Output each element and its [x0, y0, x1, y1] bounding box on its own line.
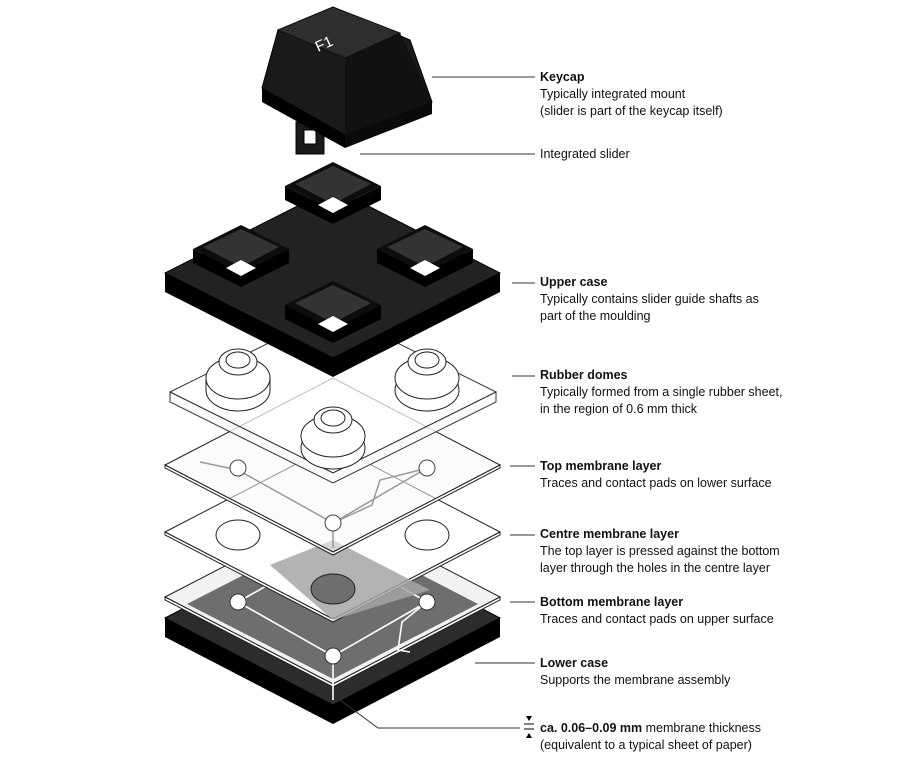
- callout-thickness-value: ca. 0.06–0.09 mm: [540, 721, 643, 735]
- rubber-dome-left: [205, 348, 271, 412]
- rubber-dome-right: [394, 348, 460, 412]
- callout-bottom-membrane: Bottom membrane layer Traces and contact…: [540, 594, 774, 628]
- callout-slider-line1: Integrated slider: [540, 147, 630, 161]
- leader-thickness: [339, 699, 520, 729]
- callout-lower-case-title: Lower case: [540, 656, 609, 670]
- top-contact-pad-right: [418, 459, 436, 477]
- callout-thickness-line1: ca. 0.06–0.09 mm membrane thickness: [540, 720, 761, 737]
- callout-centre-membrane-line2: layer through the holes in the centre la…: [540, 561, 770, 575]
- bottom-contact-pad-left: [229, 593, 247, 611]
- slider-guide-right: [377, 225, 473, 287]
- upper-case: [163, 162, 502, 377]
- keycap-legend: F1: [313, 33, 336, 56]
- slider-guide-left: [193, 225, 289, 287]
- callout-rubber-domes-line1: Typically formed from a single rubber sh…: [540, 385, 783, 399]
- callout-rubber-domes-line2: in the region of 0.6 mm thick: [540, 402, 698, 416]
- centre-hole-front: [310, 573, 356, 605]
- callout-keycap-line1: Typically integrated mount: [540, 87, 686, 101]
- rubber-dome-front: [300, 406, 366, 470]
- centre-hole-right: [404, 519, 450, 551]
- callout-top-membrane-title: Top membrane layer: [540, 459, 662, 473]
- bottom-contact-pad-front: [324, 647, 342, 665]
- leader-lines: [339, 76, 535, 729]
- callout-bottom-membrane-line1: Traces and contact pads on upper surface: [540, 612, 774, 626]
- callout-centre-membrane-line1: The top layer is pressed against the bot…: [540, 544, 780, 558]
- callout-upper-case-line1: Typically contains slider guide shafts a…: [540, 292, 759, 306]
- callout-thickness-desc: membrane thickness: [642, 721, 761, 735]
- callout-top-membrane-line1: Traces and contact pads on lower surface: [540, 476, 772, 490]
- centre-hole-left: [215, 519, 261, 551]
- callout-top-membrane: Top membrane layer Traces and contact pa…: [540, 458, 772, 492]
- bottom-contact-pad-right: [418, 593, 436, 611]
- callout-upper-case: Upper case Typically contains slider gui…: [540, 274, 759, 325]
- slider-guide-back: [285, 162, 381, 224]
- thickness-marker: [524, 716, 534, 738]
- callout-thickness-line2: (equivalent to a typical sheet of paper): [540, 738, 752, 752]
- rubber-domes-sheet: [168, 310, 498, 484]
- callout-keycap: Keycap Typically integrated mount (slide…: [540, 69, 723, 120]
- top-contact-pad-left: [229, 459, 247, 477]
- top-contact-pad-front: [324, 514, 342, 532]
- callout-centre-membrane-title: Centre membrane layer: [540, 527, 679, 541]
- callout-thickness: ca. 0.06–0.09 mm membrane thickness (equ…: [540, 720, 761, 754]
- callout-keycap-line2: (slider is part of the keycap itself): [540, 104, 723, 118]
- keycap: F1: [261, 6, 433, 155]
- callout-centre-membrane: Centre membrane layer The top layer is p…: [540, 526, 780, 577]
- callout-lower-case-line1: Supports the membrane assembly: [540, 673, 731, 687]
- callout-rubber-domes: Rubber domes Typically formed from a sin…: [540, 367, 782, 418]
- callout-keycap-title: Keycap: [540, 70, 585, 84]
- callout-upper-case-title: Upper case: [540, 275, 608, 289]
- slider-guide-front: [285, 281, 381, 343]
- callout-bottom-membrane-title: Bottom membrane layer: [540, 595, 684, 609]
- callout-rubber-domes-title: Rubber domes: [540, 368, 628, 382]
- callout-slider: Integrated slider: [540, 146, 630, 163]
- callout-lower-case: Lower case Supports the membrane assembl…: [540, 655, 730, 689]
- callout-upper-case-line2: part of the moulding: [540, 309, 651, 323]
